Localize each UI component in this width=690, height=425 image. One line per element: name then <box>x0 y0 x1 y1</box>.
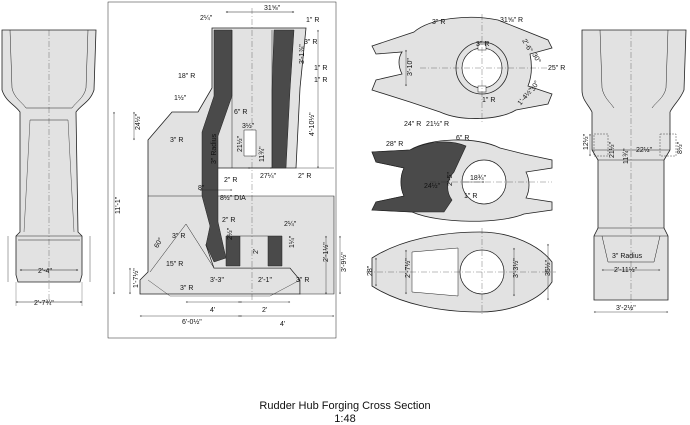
right-dim-label: 12½" <box>582 133 590 150</box>
top-plan-dim-label: 25" R <box>548 65 565 72</box>
right-dim-label: 8½" <box>676 141 684 154</box>
main-dim-label: 1¼" <box>289 235 296 248</box>
main-section-view: 31⅝" 1" R 2¼" 3" R 3'-1⅞" 1" R 1" R 18" … <box>107 1 348 339</box>
right-dim-label: 3'-2½" <box>616 304 636 312</box>
mid-plan-dim-label: 28" R <box>386 141 403 148</box>
main-dim-label: 2' <box>262 307 267 314</box>
main-dim-label: 2½" <box>226 227 234 240</box>
main-dim-label: 3½" <box>242 122 255 130</box>
main-dim-label: 3" R <box>172 233 185 240</box>
main-dim-label: 3" R <box>304 39 317 46</box>
top-plan-dim-label: 3" R <box>432 19 445 26</box>
bottom-plan-dim-label: 28" <box>367 265 374 276</box>
left-dim-label: 2'-4" <box>38 268 52 275</box>
top-plan-dim-label: 3'-10" <box>407 58 414 76</box>
bottom-plan-view: 28" 2'-7½" 3'-3½" 35½" <box>366 228 556 316</box>
bottom-plan-dim-label: 3'-3½" <box>512 258 520 278</box>
bottom-plan-dim-label: 2'-7½" <box>404 258 412 278</box>
right-dim-label: 11¾" <box>623 148 630 164</box>
right-dim-label: 22½" <box>636 146 653 154</box>
main-dim-label: 2" R <box>298 173 311 180</box>
main-dim-label: 18" R <box>178 73 195 80</box>
left-dim-label: 2'-7¾" <box>34 300 54 307</box>
main-dim-label: 11¾" <box>259 146 266 162</box>
main-dim-label: 21½" <box>236 135 244 152</box>
mid-plan-dim-label: 2'-5" <box>447 172 454 186</box>
mid-plan-dim-label: 6" R <box>456 135 469 142</box>
main-dim-label: 3'-1⅞" <box>299 44 306 64</box>
mid-plan-dim-label: 18¾" <box>470 175 487 182</box>
top-plan-dim-label: 1" R <box>482 97 495 104</box>
main-dim-label: 3" R <box>180 285 193 292</box>
main-dim-label: 2' <box>253 249 260 254</box>
main-dim-label: 2" R <box>224 177 237 184</box>
main-dim-label: 15" R <box>166 261 183 268</box>
main-dim-label: 4' <box>210 307 215 314</box>
main-dim-label: 11'-1" <box>115 196 122 214</box>
main-dim-label: 6" R <box>234 109 247 116</box>
drawing-scale: 1:48 <box>334 413 356 425</box>
main-dim-label: 1" R <box>314 65 327 72</box>
main-dim-label: 3" R <box>296 277 309 284</box>
main-dim-label: 8" <box>198 185 205 192</box>
main-dim-label: 1'-7½" <box>132 268 140 288</box>
main-dim-label: 3" Radius <box>211 133 218 164</box>
main-dim-label: 27¼" <box>260 173 277 180</box>
right-dim-label: 2'-11½" <box>614 266 638 274</box>
right-dim-label: 21½" <box>608 141 616 158</box>
bottom-plan-dim-label: 35½" <box>544 259 552 276</box>
top-plan-dim-label: 21½" R <box>426 120 449 128</box>
main-dim-label: 3'-9½" <box>340 252 348 272</box>
main-dim-label: 1½" <box>174 94 187 102</box>
main-dim-label: 2'-1" <box>258 277 272 284</box>
top-plan-dim-label: 31⅝" R <box>500 17 523 24</box>
main-dim-label: 2¼" <box>284 221 297 228</box>
mid-plan-view: 28" R 6" R 24½" 18¾" 2'-5" 1" R <box>371 135 553 222</box>
main-dim-label: 4'-10½" <box>308 112 316 136</box>
right-dim-label: 3" Radius <box>612 253 643 260</box>
main-dim-label: 1" R <box>306 17 319 24</box>
left-elevation-view: 2'-4" 2'-7¾" <box>1 29 97 307</box>
right-elevation-view: 12½" 21½" 11¾" 22½" 8½" 3" Radius 2'-11½… <box>581 29 687 313</box>
main-dim-label: 8½" DIA <box>220 194 246 202</box>
top-plan-dim-label: 30° <box>530 52 542 65</box>
top-plan-dim-label: 3" R <box>476 41 489 48</box>
main-dim-label: 2" R <box>222 217 235 224</box>
main-dim-label: 4' <box>280 321 285 328</box>
main-dim-label: 2'-1½" <box>322 242 330 262</box>
main-dim-label: 3" R <box>170 137 183 144</box>
drawing-title: Rudder Hub Forging Cross Section <box>259 400 431 412</box>
mid-plan-dim-label: 24½" <box>424 182 441 190</box>
main-dim-label: 1" R <box>314 77 327 84</box>
main-dim-label: 3'-3" <box>210 277 224 284</box>
main-dim-label: 24½" <box>134 113 142 130</box>
mid-plan-dim-label: 1" R <box>464 193 477 200</box>
main-dim-label: 31⅝" <box>264 5 281 12</box>
top-plan-dim-label: 24" R <box>404 121 421 128</box>
top-plan-view: 3" R 31⅝" R 3" R 3'-10" 25" R 2'-6" 1" R… <box>371 14 565 128</box>
main-dim-label: 6'-0½" <box>182 318 202 326</box>
main-dim-label: 2¼" <box>200 15 213 22</box>
